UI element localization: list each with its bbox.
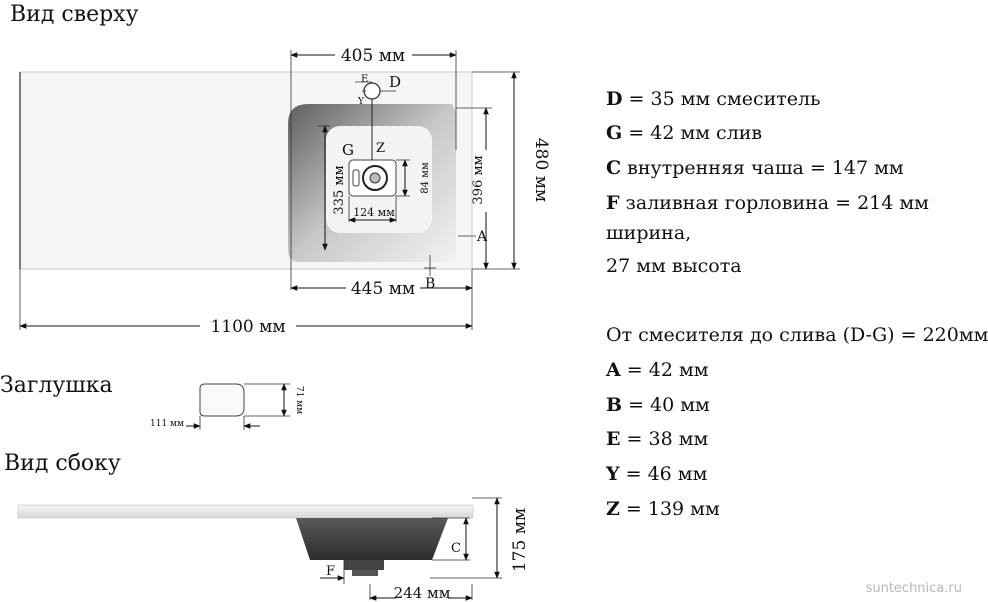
heading-top-view: Вид сверху <box>10 2 139 27</box>
spec-b: B = 40 мм <box>606 394 710 416</box>
spec-f: F заливная горловина = 214 мм <box>606 192 929 214</box>
plug-view: 111 мм 71 мм <box>150 383 304 430</box>
watermark: suntechnica.ru <box>865 581 962 596</box>
spec-d: D = 35 мм смеситель <box>606 88 821 110</box>
spec-a: A = 42 мм <box>606 359 709 381</box>
spec-c: C внутренняя чаша = 147 мм <box>606 157 904 179</box>
dim-335: 335 мм <box>332 165 347 214</box>
dim-445: 445 мм <box>351 279 415 299</box>
label-a: A <box>476 229 488 245</box>
dim-1100: 1100 мм <box>210 317 285 337</box>
dim-175: 175 мм <box>510 508 530 572</box>
plug-shape <box>199 383 245 417</box>
countertop-side <box>17 504 474 519</box>
spec-g: G = 42 мм слив <box>606 122 763 144</box>
label-d: D <box>389 73 401 91</box>
heading-plug: Заглушка <box>0 373 113 398</box>
spec-dg: От смесителя до слива (D-G) = 220мм <box>606 324 988 346</box>
dim-396: 396 мм <box>471 155 486 204</box>
label-e: E <box>361 74 368 85</box>
dim-111: 111 мм <box>150 419 184 429</box>
label-c: C <box>451 541 461 556</box>
spec-f-line2: ширина, <box>606 222 692 244</box>
bowl-side <box>296 518 448 560</box>
side-view: 175 мм 244 мм C F <box>17 497 530 602</box>
dim-71: 71 мм <box>294 386 304 414</box>
label-y: Y <box>357 97 365 107</box>
dim-124: 124 мм <box>353 206 395 219</box>
label-b: B <box>425 276 435 292</box>
spec-f-line3: 27 мм высота <box>606 255 742 277</box>
spec-y: Y = 46 мм <box>606 463 708 485</box>
dim-480: 480 мм <box>531 138 551 202</box>
label-g: G <box>342 141 354 159</box>
label-f: F <box>326 564 335 579</box>
heading-side-view: Вид сбоку <box>4 451 121 476</box>
top-view: 405 мм 480 мм 396 мм 335 мм 84 мм 124 мм… <box>19 46 551 337</box>
spec-e: E = 38 мм <box>606 428 709 450</box>
dim-405: 405 мм <box>341 46 405 66</box>
dim-84: 84 мм <box>420 162 431 194</box>
label-z: Z <box>376 141 385 156</box>
dim-244: 244 мм <box>394 584 451 602</box>
faucet-hole-icon <box>363 82 381 100</box>
spec-z: Z = 139 мм <box>606 498 720 520</box>
